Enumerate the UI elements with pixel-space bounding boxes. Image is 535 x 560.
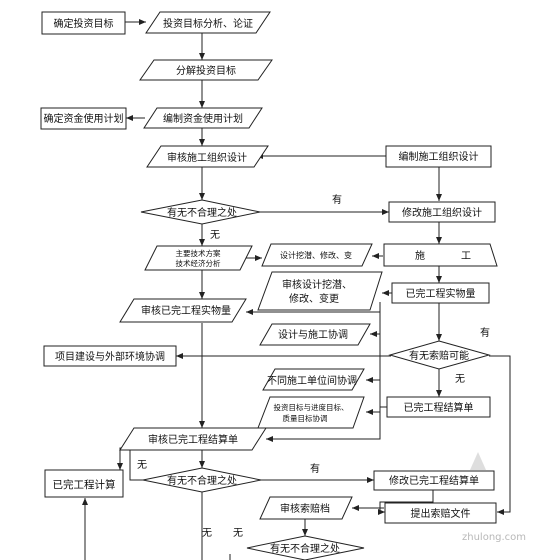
- edge-label-no-5: 无: [233, 528, 243, 539]
- node-confirm-target: 确定投资目标: [41, 11, 126, 35]
- node-decompose-target: 分解投资目标: [139, 59, 273, 81]
- node-modify-design-label: 修改施工组织设计: [402, 206, 482, 219]
- node-check-unreasonable-1-label: 有无不合理之处: [167, 206, 237, 219]
- node-design-dig-label: 设计挖潜、修改、变: [280, 250, 352, 260]
- watermark: zhulong.com: [462, 452, 526, 543]
- node-progress-coord: 投资目标与进度目标、 质量目标协调: [257, 396, 365, 429]
- node-design-coord: 设计与施工协调: [259, 323, 371, 346]
- node-completed-settlement-label: 已完工程结算单: [404, 401, 474, 414]
- node-compile-fund: 编制资金使用计划: [143, 107, 263, 129]
- node-target-analysis-label: 投资目标分析、论证: [163, 17, 253, 30]
- edge-label-no-1: 无: [210, 230, 220, 241]
- node-review-claim-label: 审核索赔档: [280, 502, 330, 515]
- node-compile-design: 编制施工组织设计: [385, 145, 492, 168]
- node-completed-settlement: 已完工程结算单: [386, 396, 491, 418]
- edge-label-yes-1: 有: [332, 193, 342, 206]
- node-unit-coord-label: 不同施工单位间协调: [267, 374, 357, 387]
- edge-label-yes-3: 有: [310, 462, 320, 475]
- node-tech-plan-line2: 技术经济分析: [176, 258, 221, 268]
- node-review-claim: 审核索赔档: [259, 496, 353, 520]
- edge-label-no-2: 无: [455, 374, 465, 385]
- node-submit-claim: 提出索赔文件: [384, 502, 497, 524]
- node-review-design-dig-line2: 修改、变更: [289, 292, 339, 305]
- edge-label-yes-2: 有: [480, 326, 490, 339]
- edge-modify-settlement-down: [379, 490, 434, 512]
- node-check-unreasonable-2-label: 有无不合理之处: [167, 474, 237, 487]
- edge-labels: 有 无 有 无 无 有 无 无: [137, 193, 490, 539]
- node-modify-design: 修改施工组织设计: [388, 201, 496, 223]
- connectors: [82, 19, 511, 560]
- edge-label-no-4: 无: [202, 528, 212, 539]
- node-external-coord: 项目建设与外部环境协调: [43, 345, 177, 367]
- node-unit-coord: 不同施工单位间协调: [262, 368, 365, 391]
- node-construction-char-a: 施: [415, 249, 425, 262]
- watermark-logo-icon: [470, 452, 486, 470]
- edge-label-no-3: 无: [137, 460, 147, 471]
- node-claim-possible: 有无索赔可能: [388, 340, 491, 370]
- node-tech-plan: 主要技术方案 技术经济分析: [144, 245, 253, 271]
- node-decompose-target-label: 分解投资目标: [176, 64, 236, 77]
- node-fund-plan: 确定资金使用计划: [40, 107, 127, 130]
- node-check-unreasonable-2: 有无不合理之处: [142, 467, 262, 493]
- node-review-design: 审核施工组织设计: [146, 145, 269, 168]
- node-progress-line1: 投资目标与进度目标、: [274, 402, 349, 412]
- node-construction: 施 工: [383, 243, 498, 267]
- node-compile-design-label: 编制施工组织设计: [399, 150, 479, 163]
- node-submit-claim-label: 提出索赔文件: [411, 507, 471, 520]
- watermark-text: zhulong.com: [462, 532, 526, 543]
- node-design-coord-label: 设计与施工协调: [278, 328, 348, 341]
- node-external-coord-label: 项目建设与外部环境协调: [55, 350, 165, 363]
- edge-settlement-to-review: [266, 406, 387, 442]
- node-construction-char-b: 工: [461, 251, 471, 262]
- node-review-settlement-label: 审核已完工程结算单: [148, 433, 238, 446]
- node-review-design-dig-line1: 审核设计挖潜、: [282, 278, 352, 291]
- node-confirm-target-label: 确定投资目标: [54, 17, 114, 30]
- node-compile-fund-label: 编制资金使用计划: [163, 112, 243, 125]
- node-completed-calc-label: 已完工程计算: [53, 478, 116, 491]
- node-progress-line2: 质量目标协调: [283, 413, 328, 423]
- node-check-unreasonable-3: 有无不合理之处: [246, 535, 365, 560]
- node-check-unreasonable-3-label: 有无不合理之处: [270, 542, 340, 555]
- node-modify-settlement: 修改已完工程结算单: [373, 470, 495, 491]
- node-tech-plan-line1: 主要技术方案: [176, 248, 221, 258]
- node-review-design-dig: 审核设计挖潜、 修改、变更: [257, 271, 383, 311]
- node-completed-quantity: 已完工程实物量: [391, 282, 490, 304]
- node-claim-possible-label: 有无索赔可能: [409, 349, 469, 362]
- node-modify-settlement-label: 修改已完工程结算单: [389, 474, 479, 487]
- node-review-quantity: 审核已完工程实物量: [119, 298, 247, 323]
- node-review-quantity-label: 审核已完工程实物量: [141, 304, 231, 317]
- node-completed-quantity-label: 已完工程实物量: [406, 287, 476, 300]
- node-check-unreasonable-1: 有无不合理之处: [140, 199, 261, 225]
- node-review-settlement: 审核已完工程结算单: [119, 427, 267, 451]
- node-design-dig: 设计挖潜、修改、变: [261, 243, 373, 267]
- node-completed-calc: 已完工程计算: [44, 469, 124, 498]
- node-fund-plan-label: 确定资金使用计划: [44, 112, 124, 125]
- edge-claim-yes: [489, 355, 511, 515]
- node-review-design-label: 审核施工组织设计: [167, 151, 247, 164]
- node-target-analysis: 投资目标分析、论证: [145, 11, 271, 34]
